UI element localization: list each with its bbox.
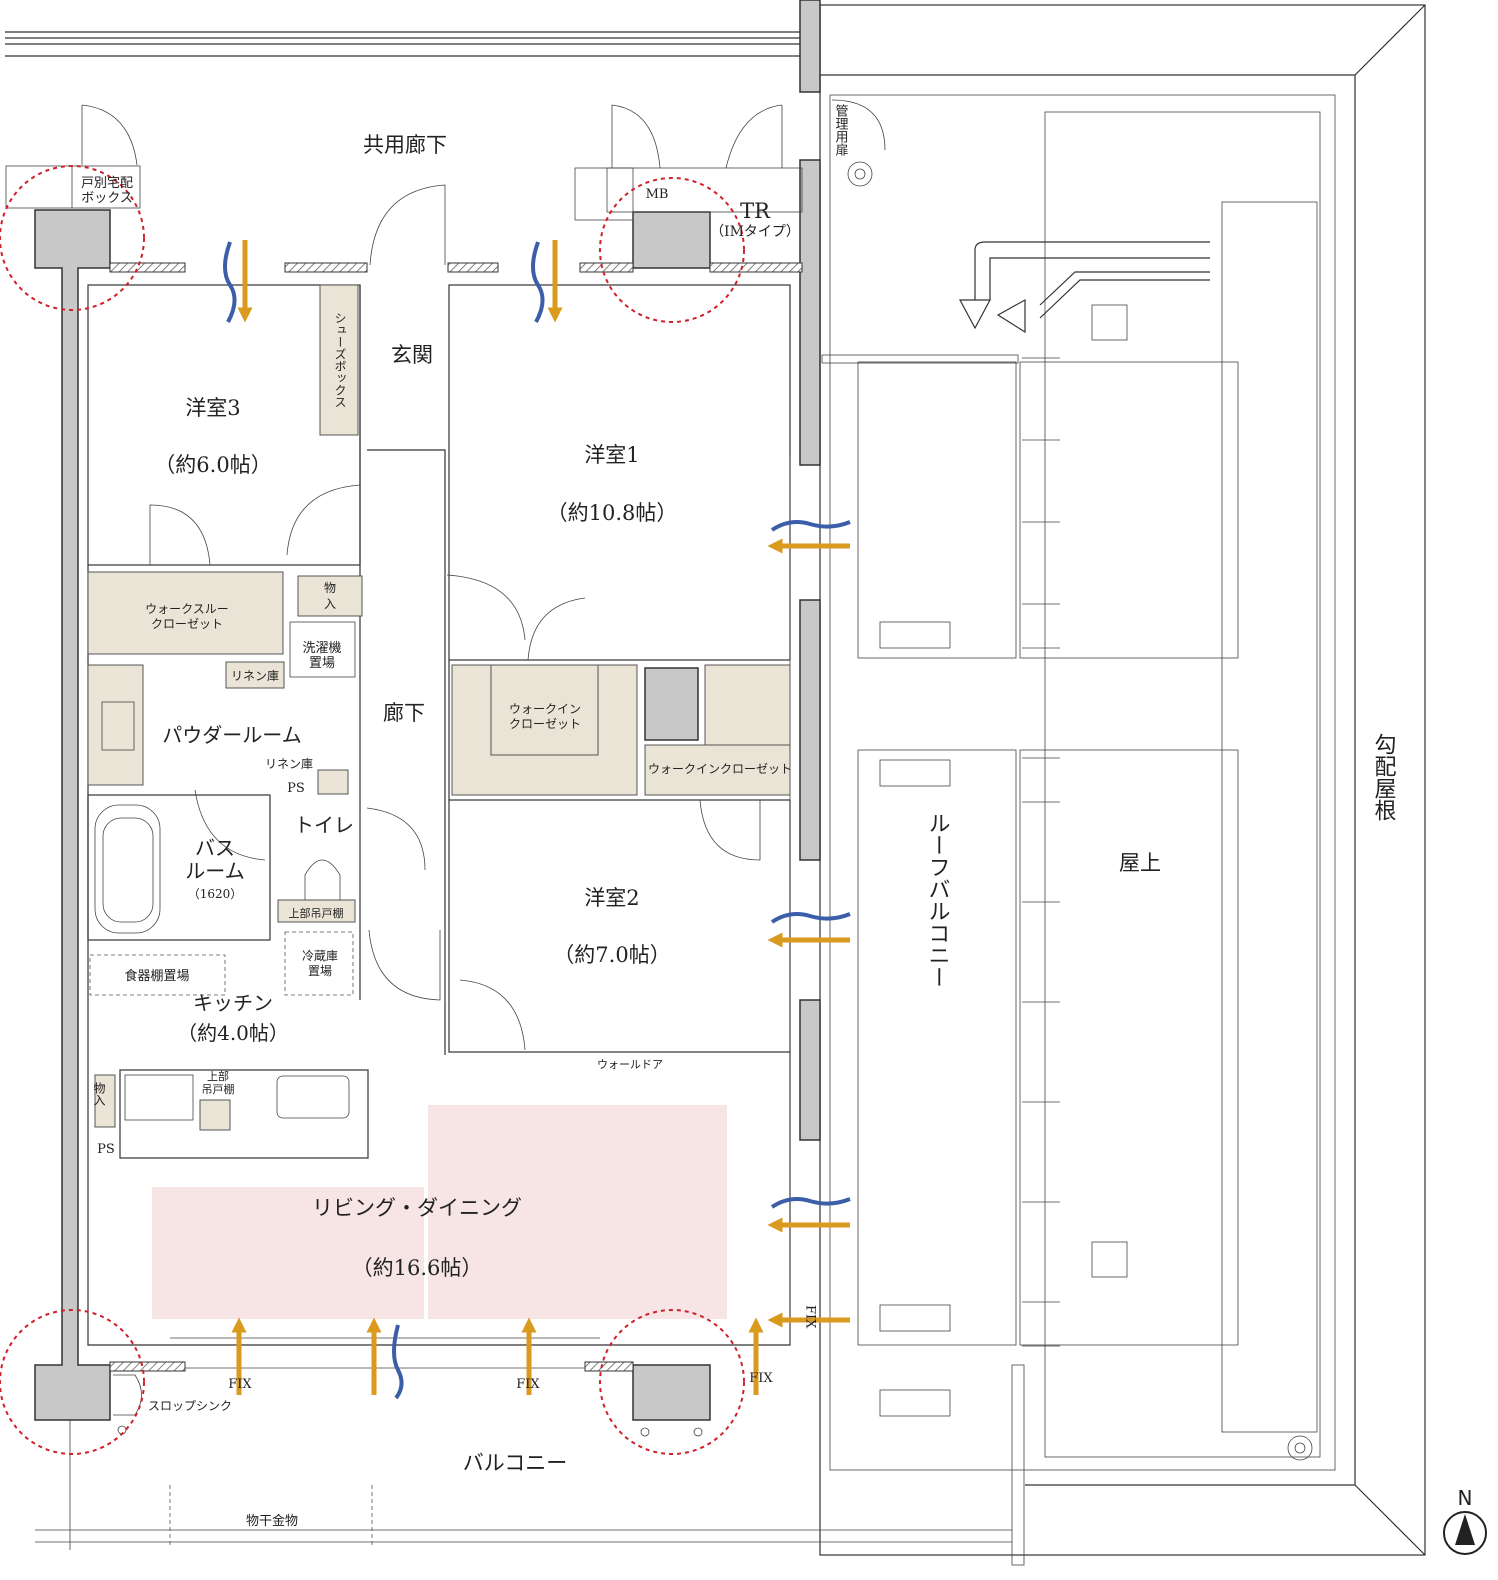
- wic-label-2: クローゼット: [509, 717, 581, 731]
- room-outlines: [5, 99, 1012, 1550]
- living-dining-highlight: [152, 1105, 727, 1319]
- walkthrough-closet-label-2: クローゼット: [151, 617, 223, 631]
- wic-label: ウォークイン: [509, 702, 581, 716]
- walkthrough-closet-label: ウォークスルー: [145, 602, 229, 616]
- sloped-roof-outline: [819, 4, 1426, 1566]
- north-label: N: [1458, 1486, 1473, 1510]
- mb-label: MB: [646, 187, 669, 202]
- fridge-label-2: 置場: [308, 964, 332, 978]
- fridge-label: 冷蔵庫: [302, 949, 338, 963]
- laundry-hanger-label: 物干金物: [246, 1513, 298, 1529]
- bath-label-2: ルーム: [185, 859, 244, 883]
- tr-label: TR: [740, 199, 771, 223]
- compass-icon: [1443, 1511, 1487, 1555]
- north-compass: N: [1443, 1486, 1487, 1555]
- linen-label: リネン庫: [231, 669, 279, 683]
- washer-label: 洗濯機: [302, 641, 341, 656]
- fix-label-3: FIX: [749, 1371, 773, 1386]
- fix-label-4: FIX: [803, 1305, 818, 1329]
- toilet-label: トイレ: [294, 813, 354, 837]
- room2-size: （約7.0帖）: [553, 943, 670, 967]
- kitchen-size: （約4.0帖）: [177, 1021, 289, 1045]
- room3-label: 洋室3: [185, 396, 240, 420]
- living-size: （約16.6帖）: [352, 1256, 483, 1280]
- storage-areas: [87, 284, 791, 1131]
- linen-label-2: リネン庫: [265, 757, 313, 771]
- wall-door-label: ウォールドア: [597, 1058, 663, 1071]
- tr-type-label: （IMタイプ）: [710, 224, 800, 240]
- wind-waves: [223, 241, 851, 1400]
- room3-size: （約6.0帖）: [154, 453, 271, 477]
- room1-size: （約10.8帖）: [547, 501, 678, 525]
- bath-label: バス: [195, 836, 235, 860]
- delivery-box-label: 戸別宅配: [81, 176, 133, 191]
- rooftop-label: 屋上: [1119, 851, 1161, 875]
- room2-label: 洋室2: [584, 886, 639, 910]
- entrance-label: 玄関: [391, 343, 433, 367]
- pillar-markers: [0, 165, 745, 1455]
- roof-balcony-label: ルーフバルコニー: [925, 812, 950, 988]
- storage-label: 物: [324, 581, 336, 595]
- dish-shelf-label: 食器棚置場: [124, 968, 189, 984]
- room1-label: 洋室1: [584, 443, 639, 467]
- ventilation-arrows: [231, 240, 850, 1395]
- fix-label-2: FIX: [516, 1377, 540, 1392]
- management-door-label: 管理用扉: [833, 104, 849, 156]
- structural-walls: [34, 0, 821, 1421]
- balcony-label: バルコニー: [463, 1451, 568, 1475]
- fix-label: FIX: [228, 1377, 252, 1392]
- common-corridor-label: 共用廊下: [363, 133, 447, 157]
- roof-railing-posts: [1022, 357, 1060, 1347]
- wic2-label: ウォークインクローゼット: [648, 762, 792, 776]
- upper-cabinet-label: 上部吊戸棚: [289, 906, 344, 920]
- hallway-label: 廊下: [383, 701, 425, 725]
- bath-size: （1620）: [188, 887, 243, 901]
- powder-room-label: パウダールーム: [162, 723, 301, 747]
- upper-cabinet-label-2: 上部: [207, 1069, 229, 1083]
- living-label: リビング・ダイニング: [312, 1196, 522, 1220]
- shoe-box-label: シューズボックス: [333, 312, 347, 408]
- sloped-roof-label: 勾配屋根: [1371, 733, 1397, 821]
- top-railing: [5, 31, 800, 57]
- slop-sink-label: スロップシンク: [148, 1399, 232, 1413]
- ps-label: PS: [287, 781, 305, 796]
- ps-label-2: PS: [97, 1142, 115, 1157]
- upper-cabinet-label-3: 吊戸棚: [202, 1082, 235, 1096]
- kitchen-storage-label: 物入: [92, 1082, 106, 1106]
- kitchen-label: キッチン: [193, 991, 273, 1015]
- storage-label-2: 入: [324, 597, 336, 611]
- room-labels: 共用廊下 戸別宅配 ボックス MB TR （IMタイプ） 管理用扉 シューズボッ…: [81, 104, 1397, 1529]
- washer-label-2: 置場: [309, 656, 335, 671]
- delivery-box-label-2: ボックス: [81, 191, 133, 206]
